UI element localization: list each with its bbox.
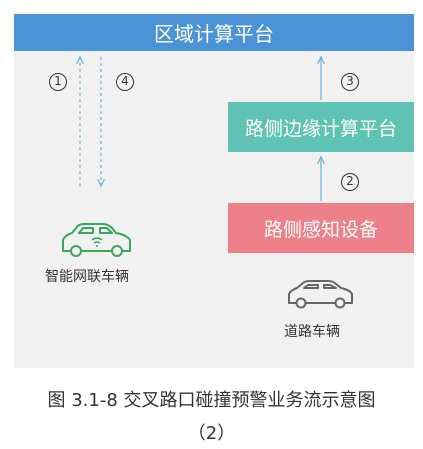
connected-vehicle-label: 智能网联车辆	[45, 269, 129, 285]
step-number-1: 1	[49, 73, 67, 91]
connected-car-icon	[62, 223, 131, 257]
figure-caption: 图 3.1-8 交叉路口碰撞预警业务流示意图	[47, 390, 376, 411]
step-number-4: 4	[116, 73, 134, 91]
roadside-edge-computing-platform: 路侧边缘计算平台	[228, 102, 414, 152]
step-number-3: 3	[341, 73, 359, 91]
car-icon	[288, 280, 353, 309]
roadside-sensing-device: 路侧感知设备	[228, 203, 414, 253]
step-number-2: 2	[341, 173, 359, 191]
regional-computing-platform: 区域计算平台	[14, 14, 414, 51]
figure-caption-subtitle: （2）	[187, 423, 236, 444]
road-vehicle-label: 道路车辆	[284, 324, 340, 340]
